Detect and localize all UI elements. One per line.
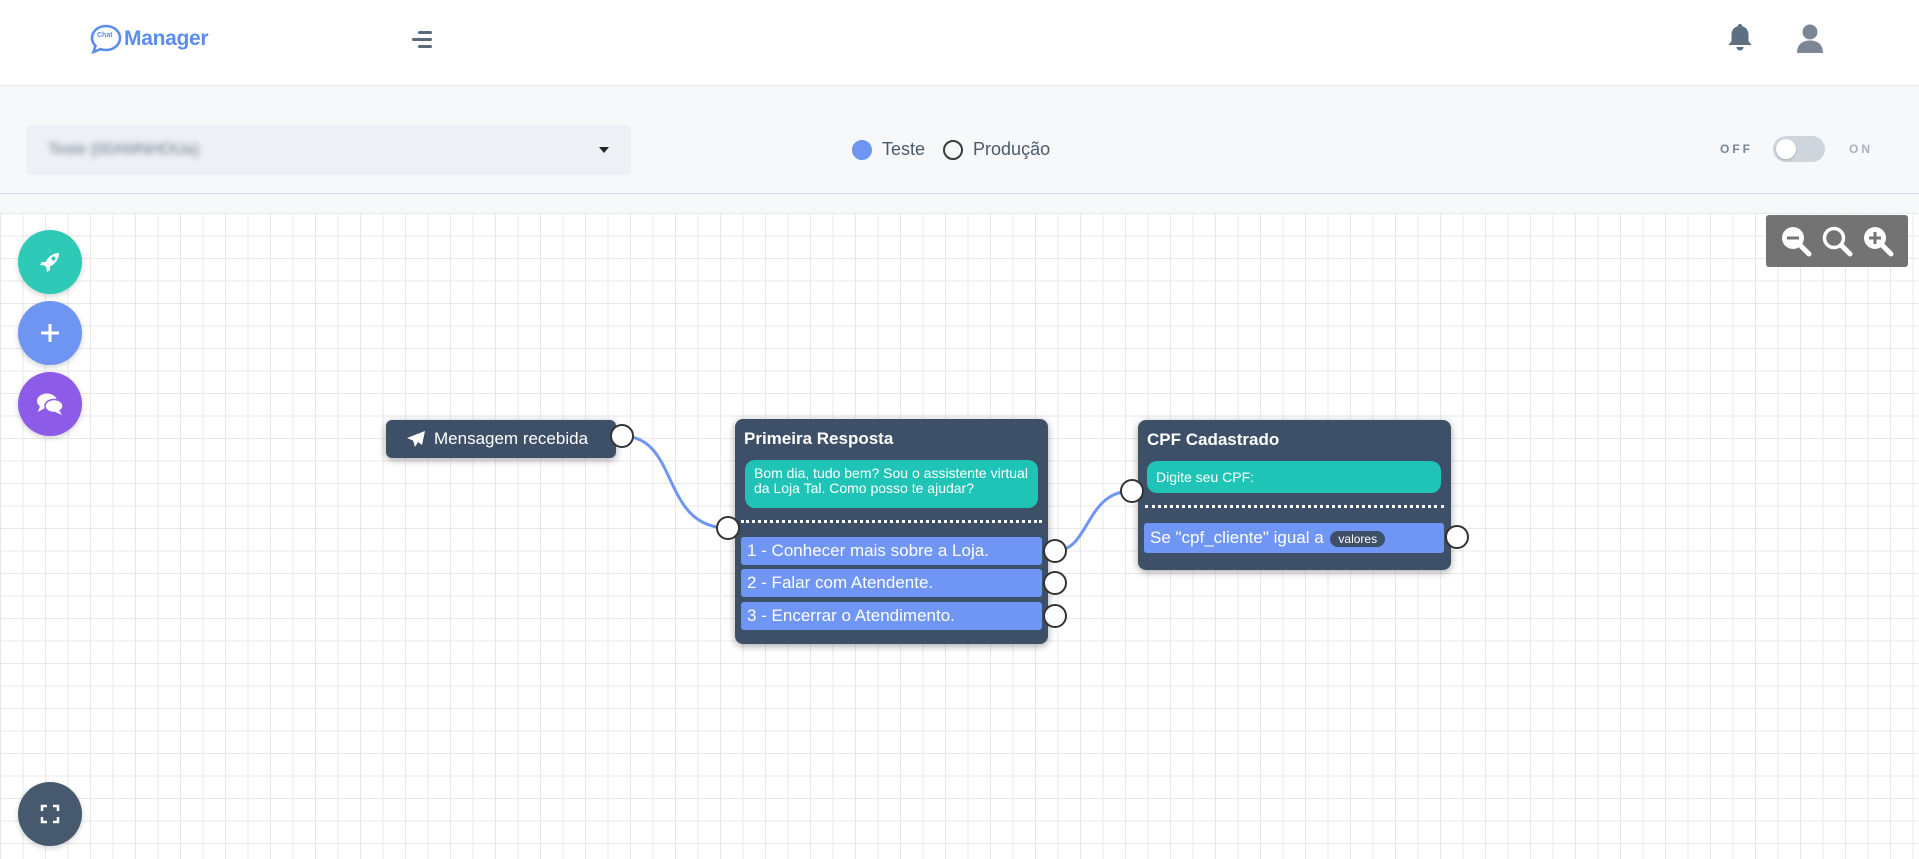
flow-select[interactable]: Teste (00AMNHOUa)	[26, 125, 631, 175]
cpf-cadastrado-node[interactable]: CPF Cadastrado Digite seu CPF: Se "cpf_c…	[1138, 420, 1451, 570]
option-item[interactable]: 3 - Encerrar o Atendimento.	[741, 602, 1042, 630]
cpf-input-port[interactable]	[1120, 479, 1144, 503]
option-item[interactable]: 1 - Conhecer mais sobre a Loja.	[741, 537, 1042, 565]
node-divider	[1145, 505, 1444, 508]
node-title: CPF Cadastrado	[1147, 430, 1280, 449]
rocket-button[interactable]	[18, 230, 82, 294]
radio-producao[interactable]	[943, 139, 964, 160]
logo-text: Manager	[124, 27, 209, 50]
environment-radio-group: Teste Produção	[852, 139, 1068, 160]
zoom-reset-icon[interactable]	[1820, 224, 1854, 258]
condition-text: Se "cpf_cliente" igual a	[1150, 528, 1324, 547]
plus-icon	[41, 324, 59, 342]
message-bubble: Bom dia, tudo bem? Sou o assistente virt…	[745, 460, 1038, 508]
caret-down-icon	[599, 147, 609, 153]
trigger-node[interactable]: Mensagem recebida	[386, 420, 616, 458]
chat-bubble-logo-icon: Chat	[90, 24, 122, 55]
zoom-controls	[1766, 215, 1908, 267]
trigger-node-title: Mensagem recebida	[434, 429, 589, 448]
values-pill[interactable]: valores	[1330, 530, 1386, 547]
node-title: Primeira Resposta	[744, 429, 894, 448]
add-node-button[interactable]	[18, 301, 82, 365]
on-off-switch-group: OFF ON	[1720, 136, 1873, 162]
flow-toolbar: Teste (00AMNHOUa) Teste Produção OFF ON	[0, 86, 1919, 194]
node-divider	[741, 520, 1042, 523]
send-icon	[407, 431, 425, 447]
condition-item[interactable]: Se "cpf_cliente" igual a valores	[1144, 523, 1444, 553]
radio-teste-label[interactable]: Teste	[882, 139, 926, 159]
fullscreen-icon	[40, 804, 60, 824]
flow-select-value: Teste (00AMNHOUa)	[48, 141, 200, 158]
radio-teste[interactable]	[852, 139, 872, 160]
option-1-output-port[interactable]	[1043, 539, 1067, 563]
primeira-resposta-node[interactable]: Primeira Resposta Bom dia, tudo bem? Sou…	[735, 419, 1048, 644]
message-bubble: Digite seu CPF:	[1147, 461, 1441, 493]
bell-icon[interactable]	[1726, 22, 1754, 52]
switch-on-label: ON	[1849, 142, 1873, 156]
menu-toggle-icon[interactable]	[410, 28, 436, 52]
switch-off-label: OFF	[1720, 142, 1753, 156]
zoom-out-icon[interactable]	[1779, 224, 1813, 258]
on-off-toggle[interactable]	[1773, 136, 1825, 162]
option-2-output-port[interactable]	[1043, 571, 1067, 595]
fullscreen-button[interactable]	[18, 782, 82, 846]
rocket-icon	[40, 253, 59, 272]
app-logo[interactable]: Chat Manager	[90, 24, 209, 55]
primeira-input-port[interactable]	[716, 516, 740, 540]
toggle-knob	[1776, 139, 1796, 159]
option-item[interactable]: 2 - Falar com Atendente.	[741, 569, 1042, 597]
logo-small-text: Chat	[97, 32, 113, 39]
radio-producao-label[interactable]: Produção	[973, 139, 1051, 159]
top-header: Chat Manager	[0, 0, 1919, 86]
chat-bubbles-icon	[37, 393, 64, 415]
user-icon[interactable]	[1794, 22, 1826, 54]
zoom-in-icon[interactable]	[1861, 224, 1895, 258]
condition-output-port[interactable]	[1445, 525, 1469, 549]
trigger-output-port[interactable]	[610, 424, 634, 448]
chat-button[interactable]	[18, 372, 82, 436]
option-3-output-port[interactable]	[1043, 604, 1067, 628]
